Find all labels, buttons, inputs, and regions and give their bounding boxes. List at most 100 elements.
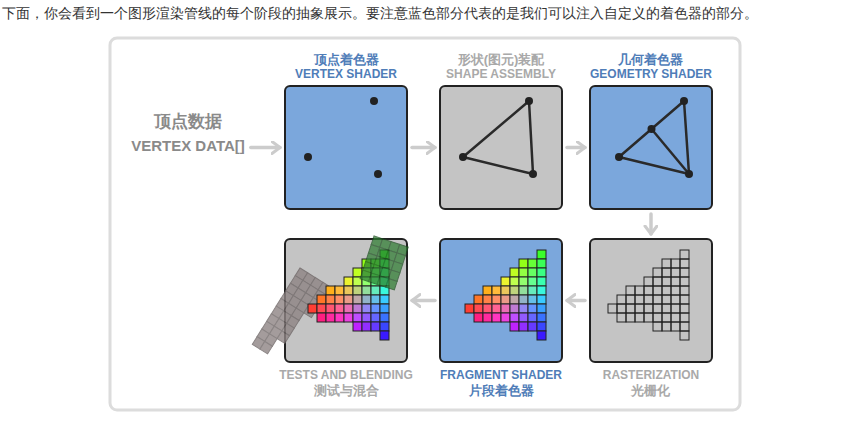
pixel-cell [671,322,680,331]
shader-stage-box: 顶点着色器VERTEX SHADER [284,85,408,210]
pixel-cell [528,277,537,286]
pixel-cell [662,322,671,331]
pixel-cell [671,295,680,304]
pixel-cell [635,304,644,313]
pixel-cell [680,259,689,268]
pixel-cell [492,304,501,313]
pixel-cell [344,277,353,286]
stage-caption: 几何着色器GEOMETRY SHADER [590,52,712,82]
stage-label: VERTEX SHADER [295,67,397,82]
stage-illustration-canvas [286,87,406,208]
pixel-cell [519,313,528,322]
fixed-stage-box: 形状(图元)装配SHAPE ASSEMBLY [439,85,563,210]
stage-illustration [304,97,382,178]
stage-illustration [615,97,693,178]
vertex-dot [648,125,656,133]
pixel-cell [277,331,289,343]
pixel-cell [662,286,671,295]
pixel-cell [662,277,671,286]
pixel-cell [501,295,510,304]
pixel-cell [680,286,689,295]
stage-illustration-canvas [286,240,406,361]
stage-caption: FRAGMENT SHADER片段着色器 [440,368,562,398]
pixel-cell [353,304,362,313]
pixel-cell [380,322,389,331]
vertex-dot [304,153,312,161]
pixel-cell [353,295,362,304]
vertex-dot [525,97,533,105]
pixel-cell [371,313,380,322]
pixel-cell [671,286,680,295]
pixel-cell [483,304,492,313]
pixel-cell [617,313,626,322]
pixel-cell [528,313,537,322]
pixel-cell [528,259,537,268]
pixel-cell [671,277,680,286]
stage-caption: RASTERIZATION光栅化 [603,368,699,398]
pixel-cell [653,277,662,286]
flow-arrow [567,299,585,303]
pixel-cell [680,295,689,304]
pixel-cell [474,295,483,304]
pixel-cell [537,313,546,322]
stage-label: GEOMETRY SHADER [590,67,712,82]
pixel-cell [662,259,671,268]
pixel-cell [501,286,510,295]
pixel-cell [653,313,662,322]
pixel-cell [537,331,546,340]
flow-arrow [251,146,280,150]
pixel-cell [501,277,510,286]
pixel-cell [335,313,344,322]
pixel-cell [317,313,326,322]
pixel-cell [344,286,353,295]
pixel-cell [671,259,680,268]
vertex-dot [370,97,378,105]
stage-caption: 形状(图元)装配SHAPE ASSEMBLY [446,52,556,82]
pixel-cell [528,322,537,331]
fixed-stage-box: RASTERIZATION光栅化 [589,238,713,363]
pixel-cell [680,322,689,331]
flow-arrow [649,214,653,234]
pixel-cell [662,304,671,313]
pixel-cell [362,286,371,295]
flow-arrow [567,146,585,150]
pixel-cell [326,286,335,295]
stage-label: TESTS AND BLENDING [279,368,413,383]
pixel-cell [371,322,380,331]
pixel-cell [680,268,689,277]
pixel-cell [362,295,371,304]
pixel-cell [371,304,380,313]
pixel-cell [308,304,317,313]
pixel-cell [537,268,546,277]
pixel-cell [492,313,501,322]
pixel-cell [635,295,644,304]
pixel-cell [380,304,389,313]
pixel-cell [626,286,635,295]
pixel-cell [644,277,653,286]
pixel-cell [380,295,389,304]
vertex-dot [529,170,537,178]
pixel-cell [510,313,519,322]
pixel-cell [344,304,353,313]
stage-label: 光栅化 [603,383,699,398]
pixel-cell [528,295,537,304]
pixel-cell [510,322,519,331]
vertex-dot [680,97,688,105]
pixel-cell [680,313,689,322]
stage-illustration-canvas [441,87,561,208]
pixel-cell [528,268,537,277]
vertex-dot [685,170,693,178]
pixel-cell [653,268,662,277]
stage-label: 顶点着色器 [295,52,397,67]
stage-label: FRAGMENT SHADER [440,368,562,383]
pixel-cell [362,322,371,331]
pixel-cell [680,277,689,286]
split-line [652,129,690,174]
pixel-cell [519,268,528,277]
stage-label: 形状(图元)装配 [446,52,556,67]
pixel-cell [344,313,353,322]
pixel-cell [635,286,644,295]
pixel-cell [371,286,380,295]
pixel-cell [362,313,371,322]
